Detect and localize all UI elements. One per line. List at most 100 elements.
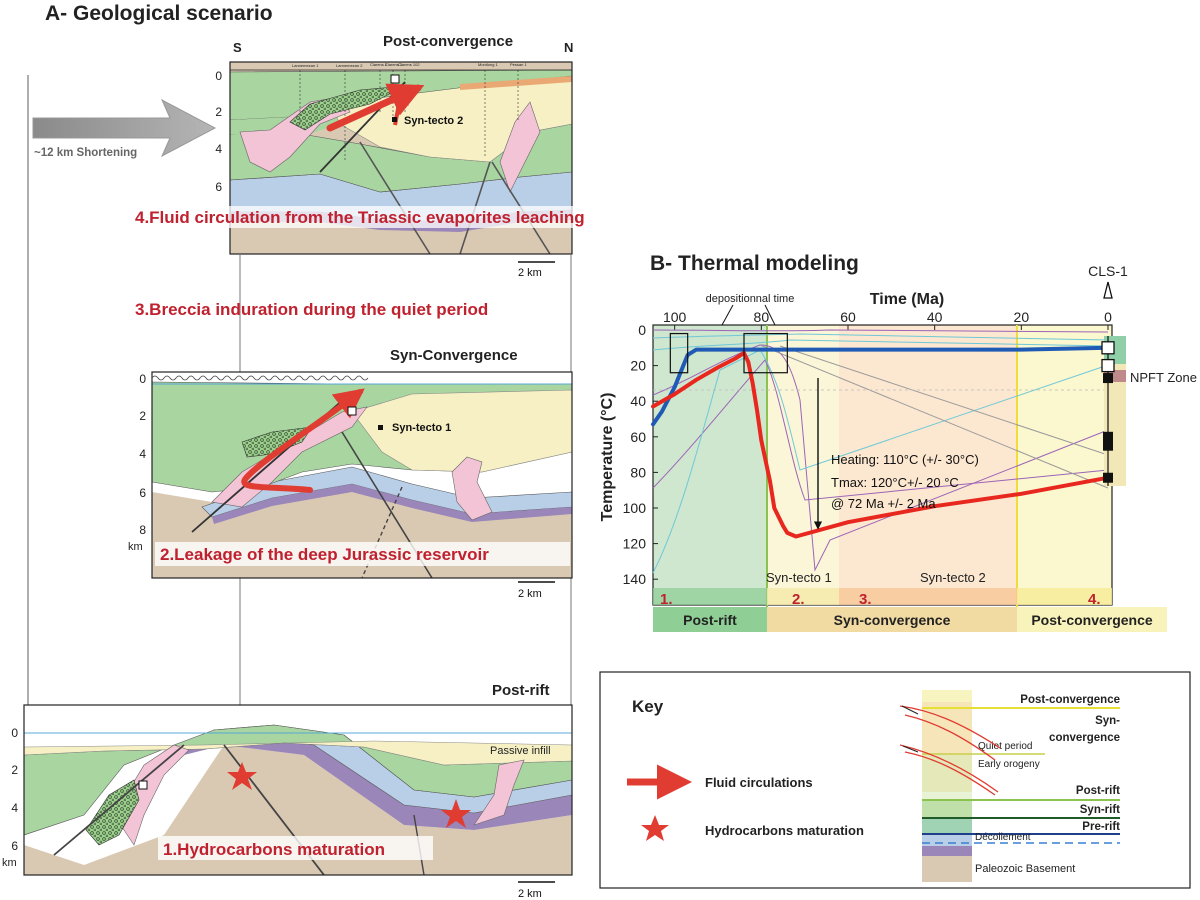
sample-marker [378,425,383,430]
syn-tecto-1-label: Syn-tecto 1 [392,422,451,434]
panel-a-title: A- Geological scenario [45,2,273,25]
sample-filled-square [1103,472,1113,483]
depth-tick: 2 [139,409,146,423]
temperature-series [651,345,1110,539]
sample-filled-square [1103,431,1113,442]
key-post-convergence: Post-convergence [1020,694,1120,706]
well-label: Pessan 1 [510,62,527,67]
thrust-arrow [901,705,919,753]
key-syn-convergence-2: convergence [1049,732,1120,744]
syn-convergence-title: Syn-Convergence [390,347,518,364]
thrust-sketch [904,714,996,761]
fluid-arrow [241,388,365,493]
thrust-sketch [899,705,1001,749]
column-syn-rift [922,818,972,834]
x-tick-label: 40 [927,309,943,325]
depositional-box [743,332,788,374]
column-early-orogeny [922,755,972,800]
burial-history-lines [652,329,1109,574]
depositional-pointer [764,304,776,326]
phase-number: 3. [859,591,872,608]
key-syn-convergence-1: Syn- [1095,715,1120,727]
phase-band-4 [1017,588,1112,605]
step2-background [155,542,570,566]
post-convergence-section: Lannemezan 1 Lannemezan 2 Clarens 2 Clar… [128,61,673,279]
phase-number: 2. [792,591,805,608]
star-legend-icon [641,815,669,841]
y-tick-label: 40 [630,393,646,409]
depositional-boxes [669,332,788,374]
key-title: Key [632,697,664,716]
nfpt-zone-label: NPFT Zone [1130,370,1197,385]
depth-tick: 6 [215,180,222,194]
key-syn-rift: Syn-rift [1080,804,1120,816]
sample-filled-square [1103,373,1113,384]
well-samples [1101,341,1115,483]
phase-band-2 [767,588,839,605]
y-tick-label: 0 [638,322,646,338]
syn-tecto-2-label: Syn-tecto 2 [404,115,463,127]
phase-label-syn-convergence: Syn-convergence [834,612,951,628]
heating-label: Heating: 110°C (+/- 30°C) [831,452,979,467]
x-tick-label: 20 [1014,309,1030,325]
phase-bar-post-rift [653,607,767,632]
y-tick-label: 120 [623,536,647,552]
phase-background-syn-late [839,325,1017,605]
sample-open-square [1101,358,1115,373]
phase-band-3 [839,588,1017,605]
x-tick-label: 0 [1104,309,1112,325]
syn-tecto-1-plot-label: Syn-tecto 1 [766,570,832,585]
key-basement: Paleozoic Basement [975,863,1075,875]
depositional-label: depositionnal time [706,293,795,305]
sample-marker [347,406,357,416]
depositional-box [669,332,689,374]
well-marker [1103,281,1113,299]
well-label: Clarens 2 [370,62,388,67]
depth-tick: 6 [11,839,18,853]
post-rift-title: Post-rift [492,682,550,699]
sample-marker [392,117,397,122]
tmax-age-label: @ 72 Ma +/- 2 Ma [831,496,936,511]
scale-bar-label: 2 km [518,588,542,600]
sample-marker [138,780,148,790]
column-post-convergence [922,690,972,702]
x-tick-label: 80 [754,309,770,325]
y-tick-label: 60 [630,429,646,445]
y-tick-label: 100 [623,500,647,516]
depth-tick: 0 [11,726,18,740]
well-label: Clarens 102 [398,62,420,67]
x-tick-label: 100 [663,309,687,325]
phase-bar-post-convergence [1017,607,1167,632]
phase-number: 1. [660,591,673,608]
key-decollement: Décollement [975,832,1031,843]
shortening-arrow: ~12 km Shortening [32,98,217,159]
key-pre-rift: Pre-rift [1082,821,1120,833]
x-axis-title: Time (Ma) [870,291,944,308]
key-box: Key Fluid circulations Hydrocarbons matu… [599,671,1191,889]
depth-tick: 4 [11,801,18,815]
y-axis-title: Temperature (°C) [599,393,616,522]
tmax-label: Tmax: 120°C+/- 20 °C [831,475,959,490]
km-label: km [2,857,17,869]
thrust-sketch [899,744,999,793]
phase-background-post-convergence [1017,325,1112,605]
well-label: Lannemezan 1 [292,63,319,68]
depth-tick: 4 [139,447,146,461]
thrust-sketch [904,751,996,796]
depth-tick: 8 [139,523,146,537]
column-basement [922,856,972,882]
x-tick-label: 60 [840,309,856,325]
depth-tick: 6 [139,486,146,500]
post-convergence-title: Post-convergence [383,33,513,50]
depositional-pointer [721,304,734,326]
shortening-label: ~12 km Shortening [34,147,137,159]
scale-bar-label: 2 km [518,267,542,279]
series-line-red [651,351,1110,539]
well-label: Clarens 1 [385,62,403,67]
depth-tick: 2 [215,105,222,119]
well-label: CLS-1 [1088,263,1128,279]
km-label: km [128,541,143,553]
